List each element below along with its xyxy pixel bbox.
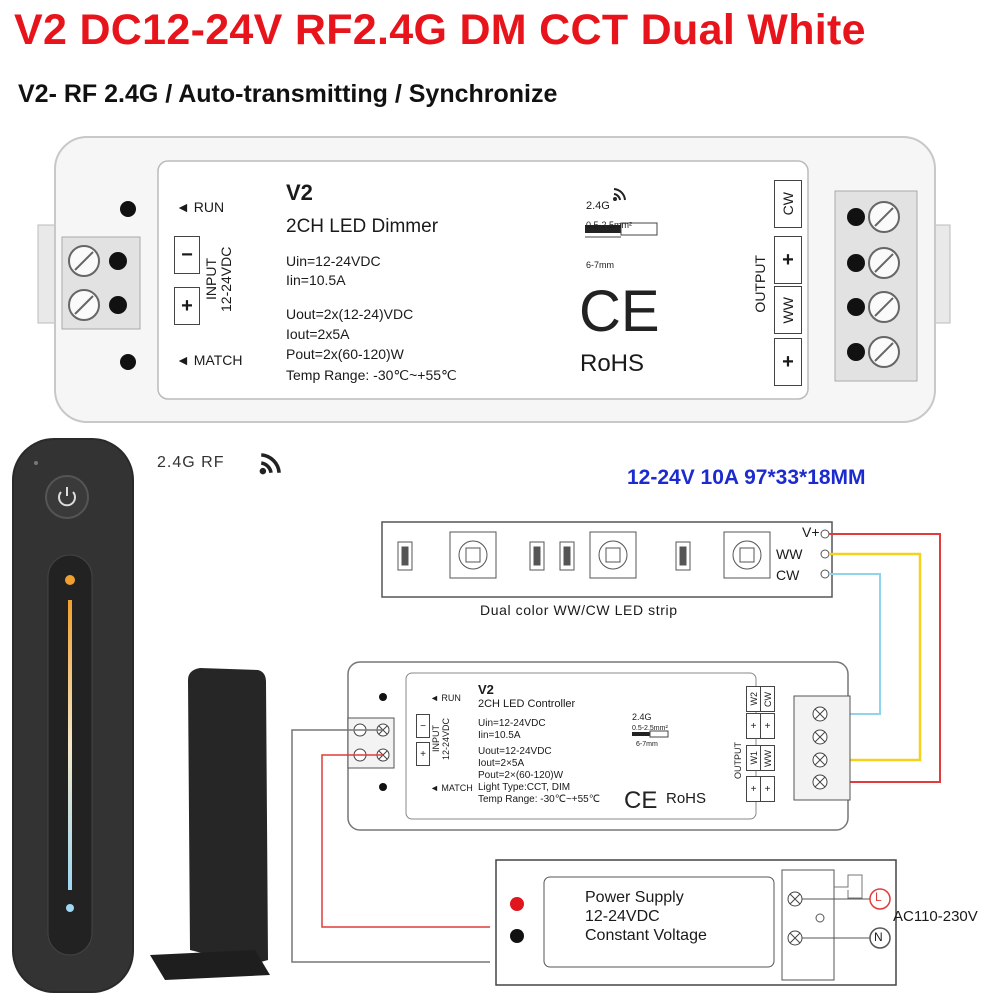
out-term-3: WW: [774, 286, 802, 334]
ctrl-match-label: ◄ MATCH: [430, 783, 473, 793]
strip-label: Dual color WW/CW LED strip: [480, 602, 678, 618]
device-shell: CE: [37, 136, 951, 423]
run-led: [120, 201, 136, 217]
remote-rf-label: 2.4G RF: [157, 454, 225, 471]
strip-term-cw: CW: [776, 567, 800, 583]
ctrl-input-plus: +: [416, 742, 430, 766]
ctrl-run-label: ◄ RUN: [430, 693, 461, 703]
ctrl-iout: Iout=2×5A: [478, 758, 525, 769]
run-label: ◄ RUN: [176, 199, 225, 215]
out-term-1: CW: [774, 180, 802, 228]
input-minus: −: [174, 236, 200, 274]
psu-ac-label: AC110-230V: [893, 908, 978, 925]
match-label: ◄ MATCH: [176, 352, 243, 368]
ctrl-input-label: INPUT 12-24VDC: [431, 718, 451, 761]
strip-term-ww: WW: [776, 546, 803, 562]
device-name: 2CH LED Dimmer: [286, 216, 439, 237]
ctrl-out-plus2b: +: [760, 776, 775, 802]
ctrl-out-w1: W1: [746, 745, 761, 771]
psu-line3: Constant Voltage: [585, 927, 707, 944]
spec-line: 12-24V 10A 97*33*18MM: [627, 466, 866, 489]
ctrl-output-label: OUTPUT: [733, 742, 743, 779]
device-wire-gauge: 0.5-2.5mm²: [586, 220, 633, 230]
ctrl-out-ww: WW: [760, 745, 775, 771]
wiring-diagram: CE: [280, 510, 1000, 1005]
match-led: [120, 354, 136, 370]
device-uout: Uout=2x(12-24)VDC: [286, 306, 414, 322]
ctrl-pout: Pout=2×(60-120)W: [478, 770, 564, 781]
psu-l-label: L: [875, 890, 882, 904]
ctrl-temp: Temp Range: -30℃~+55℃: [478, 794, 600, 805]
ctrl-uin: Uin=12-24VDC: [478, 718, 546, 729]
device-uin: Uin=12-24VDC: [286, 253, 381, 269]
device-iin: Iin=10.5A: [286, 272, 346, 288]
psu-line1: Power Supply: [585, 889, 684, 906]
strip-term-vplus: V+: [802, 524, 820, 540]
input-label: INPUT 12-24VDC: [203, 246, 234, 312]
ctrl-out-plus2a: +: [746, 776, 761, 802]
device-rohs: RoHS: [580, 350, 645, 377]
ctrl-out-w2: W2: [746, 686, 761, 712]
power-icon: [58, 487, 76, 507]
page-title: V2 DC12-24V RF2.4G DM CCT Dual White: [14, 6, 866, 54]
psu-n-label: N: [874, 930, 883, 944]
output-label: OUTPUT: [752, 255, 768, 313]
device-model: V2: [286, 180, 313, 205]
input-plus: +: [174, 287, 200, 325]
ctrl-input-minus: −: [416, 714, 430, 738]
ctrl-out-cw: CW: [760, 686, 775, 712]
led-strip: [381, 521, 833, 598]
page-subtitle: V2- RF 2.4G / Auto-transmitting / Synchr…: [18, 80, 558, 108]
ctrl-rf-label: 2.4G: [632, 712, 652, 722]
ctrl-out-plus1b: +: [760, 713, 775, 739]
device-temp: Temp Range: -30℃~+55℃: [286, 367, 457, 383]
ctrl-model: V2: [478, 682, 494, 697]
ctrl-rohs: RoHS: [666, 790, 707, 807]
device-pout: Pout=2x(60-120)W: [286, 346, 404, 362]
device-rf-label: 2.4G: [586, 200, 610, 212]
ctrl-iin: Iin=10.5A: [478, 730, 521, 741]
ctrl-wire-gauge: 0.5-2.5mm²: [632, 725, 668, 732]
device-photo: CE: [0, 125, 1000, 425]
device-strip-len: 6-7mm: [586, 260, 615, 270]
ce-mark-icon: CE: [624, 787, 657, 814]
ctrl-name: 2CH LED Controller: [478, 698, 576, 710]
ctrl-uout: Uout=12-24VDC: [478, 746, 552, 757]
out-term-4: +: [774, 338, 802, 386]
wifi-icon: [258, 450, 284, 481]
ctrl-light-type: Light Type:CCT, DIM: [478, 782, 571, 793]
remote-control: [0, 430, 290, 1005]
ctrl-strip-len: 6-7mm: [636, 741, 658, 748]
ce-mark-icon: CE: [579, 279, 660, 344]
ctrl-out-plus1a: +: [746, 713, 761, 739]
wifi-icon: [612, 186, 628, 207]
device-iout: Iout=2x5A: [286, 326, 350, 342]
power-button: [45, 475, 89, 519]
psu-line2: 12-24VDC: [585, 908, 660, 925]
out-term-2: +: [774, 236, 802, 284]
